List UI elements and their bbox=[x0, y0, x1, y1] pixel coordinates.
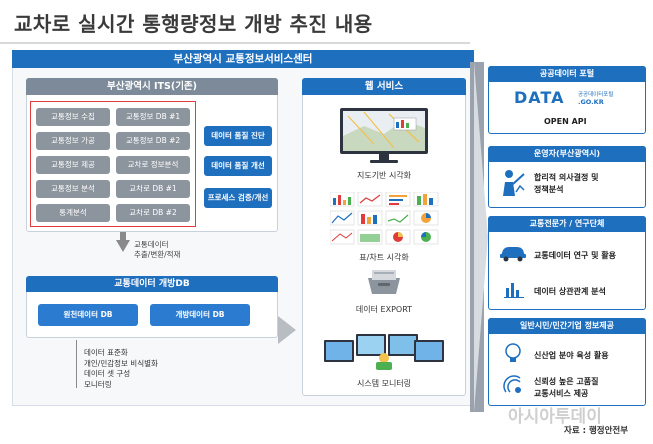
right-arrow-icon bbox=[278, 316, 296, 344]
center-header: 부산광역시 교통정보서비스센터 bbox=[12, 50, 474, 68]
public-item2-line2: 교통서비스 제공 bbox=[534, 389, 589, 398]
map-visualization-icon bbox=[340, 108, 428, 163]
export-caption: 데이터 EXPORT bbox=[355, 305, 413, 314]
its-item-collect: 교통정보 수집 bbox=[36, 108, 110, 126]
down-arrow-icon bbox=[116, 240, 130, 252]
operator-line1: 합리적 의사결정 및 bbox=[534, 173, 599, 182]
open-data-db: 개방데이터 DB bbox=[150, 304, 250, 326]
flow-label-line1: 교통데이터 bbox=[134, 240, 169, 249]
map-caption: 지도기반 시각화 bbox=[356, 171, 412, 180]
operator-line2: 정책분석 bbox=[534, 185, 564, 194]
its-item-provide: 교통정보 제공 bbox=[36, 156, 110, 174]
web-service-header: 웹 서비스 bbox=[302, 78, 466, 95]
open-api-label: OPEN API bbox=[544, 117, 587, 126]
connector-band-shade bbox=[474, 62, 488, 412]
its-item-process: 교통정보 가공 bbox=[36, 132, 110, 150]
its-item-intersection-db2: 교차로 DB #2 bbox=[116, 204, 190, 222]
notes-connector bbox=[76, 340, 77, 388]
system-monitoring-icon bbox=[324, 334, 444, 370]
car-icon bbox=[500, 247, 526, 262]
experts-item2: 데이터 상관관계 분석 bbox=[534, 287, 606, 296]
public-item2-line1: 신뢰성 높은 고품질 bbox=[534, 377, 599, 386]
bar-chart-icon bbox=[504, 283, 524, 298]
open-db-notes: 데이터 표준화 개인/민감정보 비식별화 데이터 셋 구성 모니터링 bbox=[84, 348, 158, 390]
page-title: 교차로 실시간 통행량정보 개방 추진 내용 bbox=[14, 12, 373, 36]
quality-improvement-label: 데이터 품질 개선 bbox=[204, 156, 272, 176]
quality-diagnosis-label: 데이터 품질 진단 bbox=[204, 126, 272, 146]
its-item-intersection-analysis: 교차로 정보분석 bbox=[116, 156, 190, 174]
chart-thumbnails-icon bbox=[330, 192, 439, 245]
its-item-analyze: 교통정보 분석 bbox=[36, 180, 110, 198]
data-export-icon bbox=[368, 270, 400, 294]
experts-item1: 교통데이터 연구 및 활용 bbox=[534, 251, 616, 260]
watermark: 아시아투데이 bbox=[508, 407, 602, 427]
flow-arrow-stem bbox=[120, 232, 126, 241]
its-item-db1: 교통정보 DB #1 bbox=[116, 108, 190, 126]
data-portal-logo: DATA bbox=[514, 88, 565, 107]
data-portal-logo-domain: .GO.KR bbox=[578, 98, 604, 106]
source-caption: 자료 : 행정안전부 bbox=[564, 426, 629, 436]
public-item1: 신산업 분야 육성 활용 bbox=[534, 351, 609, 360]
experts-header: 교통전문가 / 연구단체 bbox=[488, 216, 646, 232]
data-portal-logo-small: 공공데이터포털 bbox=[578, 92, 614, 98]
lightbulb-icon bbox=[505, 343, 521, 362]
chart-caption: 표/차트 시각화 bbox=[359, 253, 409, 262]
satellite-icon bbox=[503, 375, 521, 393]
flow-label-line2: 추출/변환/적재 bbox=[134, 250, 181, 259]
its-item-db2: 교통정보 DB #2 bbox=[116, 132, 190, 150]
flow-label: 교통데이터 추출/변환/적재 bbox=[134, 240, 180, 260]
monitoring-caption: 시스템 모니터링 bbox=[356, 379, 412, 388]
decision-presenter-icon bbox=[503, 170, 525, 196]
its-item-statistics: 통계분석 bbox=[36, 204, 110, 222]
process-verification-label: 프로세스 검증/개선 bbox=[204, 188, 272, 208]
its-highlight-outline bbox=[30, 101, 196, 227]
note-dataset: 데이터 셋 구성 bbox=[84, 369, 131, 378]
source-data-db: 원천데이터 DB bbox=[38, 304, 138, 326]
public-header: 일반시민/민간기업 정보제공 bbox=[488, 318, 646, 334]
note-deidentify: 개인/민감정보 비식별화 bbox=[84, 358, 158, 368]
portal-header: 공공데이터 포털 bbox=[488, 66, 646, 82]
its-item-intersection-db1: 교차로 DB #1 bbox=[116, 180, 190, 198]
its-header: 부산광역시 ITS(기존) bbox=[26, 78, 278, 95]
note-standardize: 데이터 표준화 bbox=[84, 348, 128, 357]
title-divider bbox=[0, 42, 470, 44]
open-db-header: 교통데이터 개방DB bbox=[26, 276, 278, 292]
operator-header: 운영자(부산광역시) bbox=[488, 146, 646, 162]
note-monitoring: 모니터링 bbox=[84, 379, 112, 389]
